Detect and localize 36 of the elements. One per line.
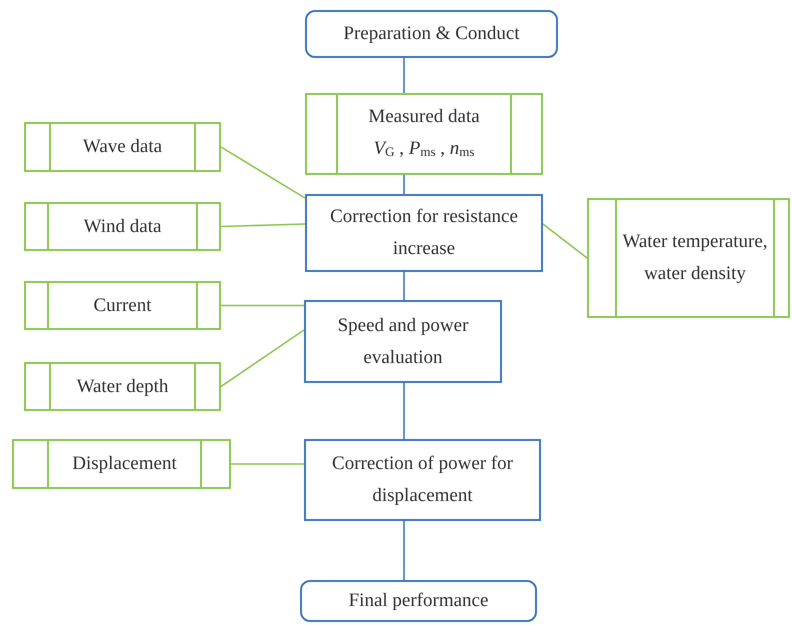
- node-label: Water temperature, water density: [622, 230, 768, 286]
- data-box: [24, 122, 221, 172]
- process-box: [304, 300, 502, 383]
- data-box: [305, 93, 543, 175]
- node-label: Water depth: [76, 374, 168, 398]
- process-box: [304, 439, 541, 521]
- connector-line: [403, 175, 405, 194]
- connector-line: [220, 329, 304, 388]
- connector-line: [403, 58, 405, 93]
- node-label: Displacement: [72, 452, 177, 476]
- connector-line: [403, 272, 405, 300]
- process-box: [305, 194, 543, 272]
- node-label: Correction of power for displacement: [331, 452, 514, 508]
- data-box: [12, 439, 231, 489]
- terminal-box: [300, 580, 537, 622]
- connector-line: [542, 223, 588, 259]
- node-label: Wind data: [84, 214, 162, 238]
- connector-line: [403, 383, 405, 439]
- node-label: Correction for resistance increase: [329, 205, 519, 261]
- data-box: [24, 202, 221, 251]
- node-label: Speed and power evaluation: [336, 314, 470, 370]
- node-label: Current: [93, 294, 152, 318]
- data-box: [24, 362, 221, 411]
- connector-line: [221, 304, 304, 306]
- connector-line: [403, 521, 405, 580]
- connector-line: [231, 463, 304, 465]
- node-label: Preparation & Conduct: [343, 22, 520, 46]
- connector-line: [220, 146, 306, 199]
- data-box: [587, 198, 790, 318]
- node-label: Final performance: [348, 589, 488, 613]
- node-sublabel: V$_{G}$ , P$_{ms}$ , n$_{ms}$: [374, 136, 474, 160]
- terminal-box: [305, 10, 558, 58]
- node-label: Measured data: [368, 104, 480, 128]
- data-box: [24, 281, 221, 330]
- connector-line: [220, 223, 306, 228]
- node-label: Wave data: [82, 135, 162, 159]
